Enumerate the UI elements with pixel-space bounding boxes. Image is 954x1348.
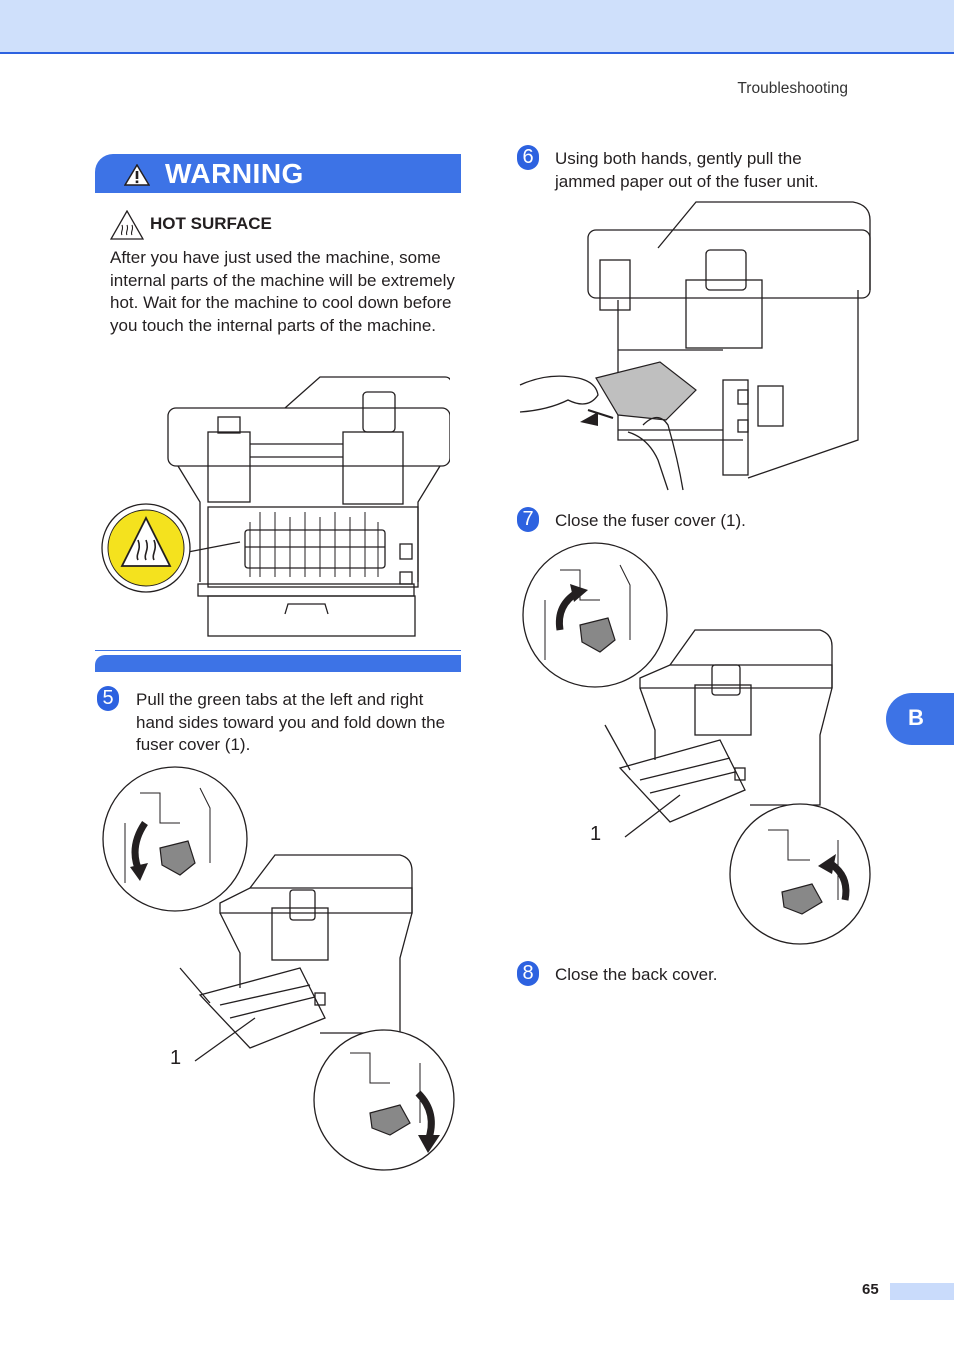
section-divider-line xyxy=(95,650,461,651)
machine-back-hot-illustration xyxy=(101,376,450,637)
close-fuser-cover-illustration xyxy=(522,542,871,945)
warning-label: WARNING xyxy=(165,158,304,189)
step-5-callout-number: 1 xyxy=(170,1047,182,1069)
chapter-title: Troubleshooting xyxy=(737,80,848,97)
page-number-tab xyxy=(890,1283,954,1300)
step-7-number: 7 xyxy=(517,507,539,532)
section-divider-bar xyxy=(95,655,461,672)
step-7-callout-number: 1 xyxy=(590,823,602,845)
step-6-number: 6 xyxy=(517,145,539,170)
hot-surface-body: After you have just used the machine, so… xyxy=(110,248,455,335)
step-8-number: 8 xyxy=(517,961,539,986)
hot-surface-triangle-icon xyxy=(109,209,145,240)
warning-banner: WARNING xyxy=(95,154,461,193)
appendix-tab[interactable]: B xyxy=(886,693,954,745)
hot-surface-heading: HOT SURFACE xyxy=(109,209,272,245)
page-number: 65 xyxy=(862,1281,879,1298)
fold-down-fuser-cover-illustration xyxy=(102,766,455,1171)
top-header-band xyxy=(0,0,954,54)
step-6-text: Using both hands, gently pull the jammed… xyxy=(555,149,819,191)
step-7-text: Close the fuser cover (1). xyxy=(555,511,746,530)
step-5-number: 5 xyxy=(97,686,119,711)
pull-jammed-paper-illustration xyxy=(519,201,871,491)
step-5-text: Pull the green tabs at the left and righ… xyxy=(136,690,446,754)
step-8-text: Close the back cover. xyxy=(555,965,718,984)
warning-triangle-icon xyxy=(124,164,150,186)
hot-surface-title: HOT SURFACE xyxy=(150,214,272,233)
appendix-tab-label: B xyxy=(908,705,924,730)
